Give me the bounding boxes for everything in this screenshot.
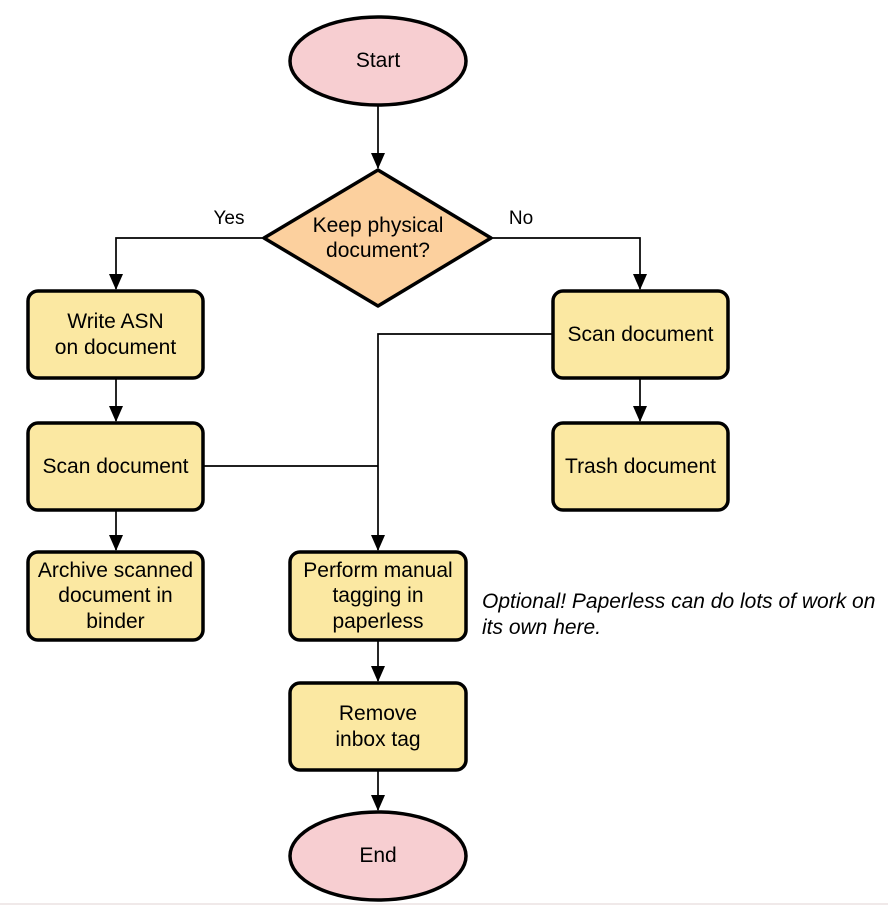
trash-document-node	[551, 421, 730, 512]
edge-decision-writeasn-yes	[109, 237, 264, 290]
archive-node	[26, 550, 205, 642]
remove-inbox-tag-node	[288, 681, 468, 772]
manual-tagging-node	[288, 550, 468, 642]
end-node	[288, 810, 468, 902]
scan-document-right-node	[551, 289, 730, 380]
write-asn-node	[26, 289, 205, 380]
scan-document-left-node	[26, 421, 205, 512]
note-text: Optional! Paperless can do lots of work …	[482, 590, 876, 639]
decision-node	[262, 168, 493, 308]
edge-label-yes: Yes	[213, 208, 245, 229]
edge-label-no: No	[508, 208, 534, 229]
edge-scanright-tagging	[371, 333, 553, 551]
edge-decision-scanright-no	[491, 237, 647, 290]
page-bottom-edge	[0, 903, 888, 905]
start-node	[288, 15, 468, 107]
